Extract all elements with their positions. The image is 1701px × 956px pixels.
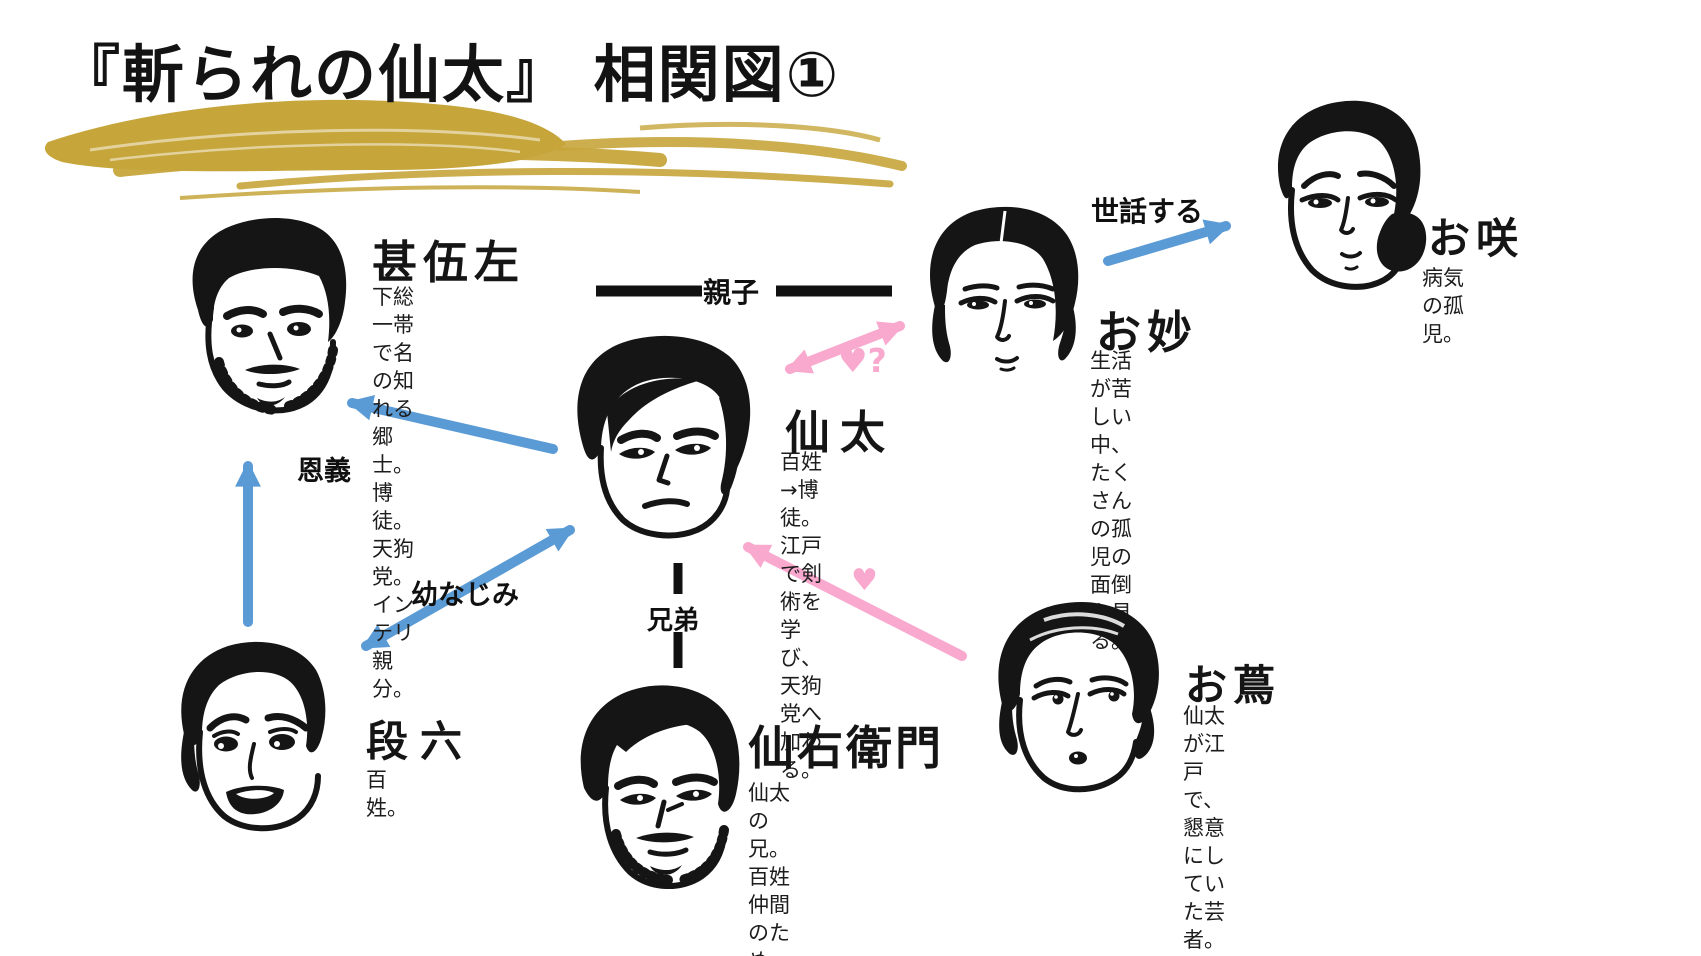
senemon-portrait: [580, 685, 740, 889]
danroku-portrait: [181, 641, 326, 832]
otae-name: お妙: [1096, 306, 1199, 359]
osaki-description: 病気の孤児。: [1422, 266, 1464, 346]
character-danroku: 段六 百姓。: [162, 626, 462, 836]
otsuta-description: 仙太が江戸で、 懇意にしていた芸者。: [1183, 704, 1225, 952]
senta-portrait: [577, 335, 751, 539]
danroku-description: 百姓。: [366, 768, 408, 820]
heart-mark: ♥: [851, 563, 878, 598]
osananajimi-label: 幼なじみ: [411, 580, 519, 611]
character-senta: 仙太 百姓→博徒。 江戸で剣術を学び、 天狗党へ加わる。: [563, 328, 885, 782]
osaki-name: お咲: [1428, 214, 1525, 263]
character-osaki: お咲 病気の孤児。: [1246, 86, 1518, 346]
title-brush-stroke: [44, 99, 907, 200]
senemon-name: 仙右衛門: [748, 721, 944, 775]
sewasuru-arrow: [1103, 219, 1231, 266]
page-title: 『斬られの仙太』 相関図①: [58, 38, 841, 111]
jingoza-name: 甚伍左: [372, 236, 526, 289]
ongi-label: 恩義: [297, 456, 351, 487]
otsuta-name: お蔦: [1185, 661, 1282, 710]
jingoza-portrait: [192, 218, 347, 415]
otae-portrait: [929, 206, 1079, 372]
character-otsuta: お蔦 仙太が江戸で、 懇意にしていた芸者。: [972, 586, 1275, 952]
jingoza-description: 下総一帯で名の知れる 郷士。博徒。天狗党。 インテリ親分。: [372, 285, 414, 701]
kyodai-label: 兄弟: [647, 606, 700, 636]
danroku-name: 段六: [366, 717, 475, 766]
character-otae: お妙 生活が苦しい中、 たくさんの孤児の 面倒を見る。: [903, 195, 1192, 653]
character-jingoza: 甚伍左 下総一帯で名の知れる 郷士。博徒。天狗党。 インテリ親分。: [173, 210, 519, 701]
character-senemon: 仙右衛門 仙太の兄。 百姓仲間のため 年貢減免＆取立猶予を 訴えるも、罰を受ける…: [568, 676, 941, 956]
sewasuru-label: 世話する: [1091, 195, 1204, 228]
osaki-portrait: [1277, 100, 1427, 290]
heart-question-mark: ♥?: [838, 341, 887, 380]
senta-name: 仙太: [785, 406, 896, 459]
oyako-label: 親子: [703, 276, 760, 309]
otsuta-portrait: [998, 601, 1159, 793]
senta-description: 百姓→博徒。 江戸で剣術を学び、 天狗党へ加わる。: [780, 450, 822, 782]
senemon-description: 仙太の兄。 百姓仲間のため 年貢減免＆取立猶予を 訴えるも、罰を受ける。: [748, 781, 790, 956]
